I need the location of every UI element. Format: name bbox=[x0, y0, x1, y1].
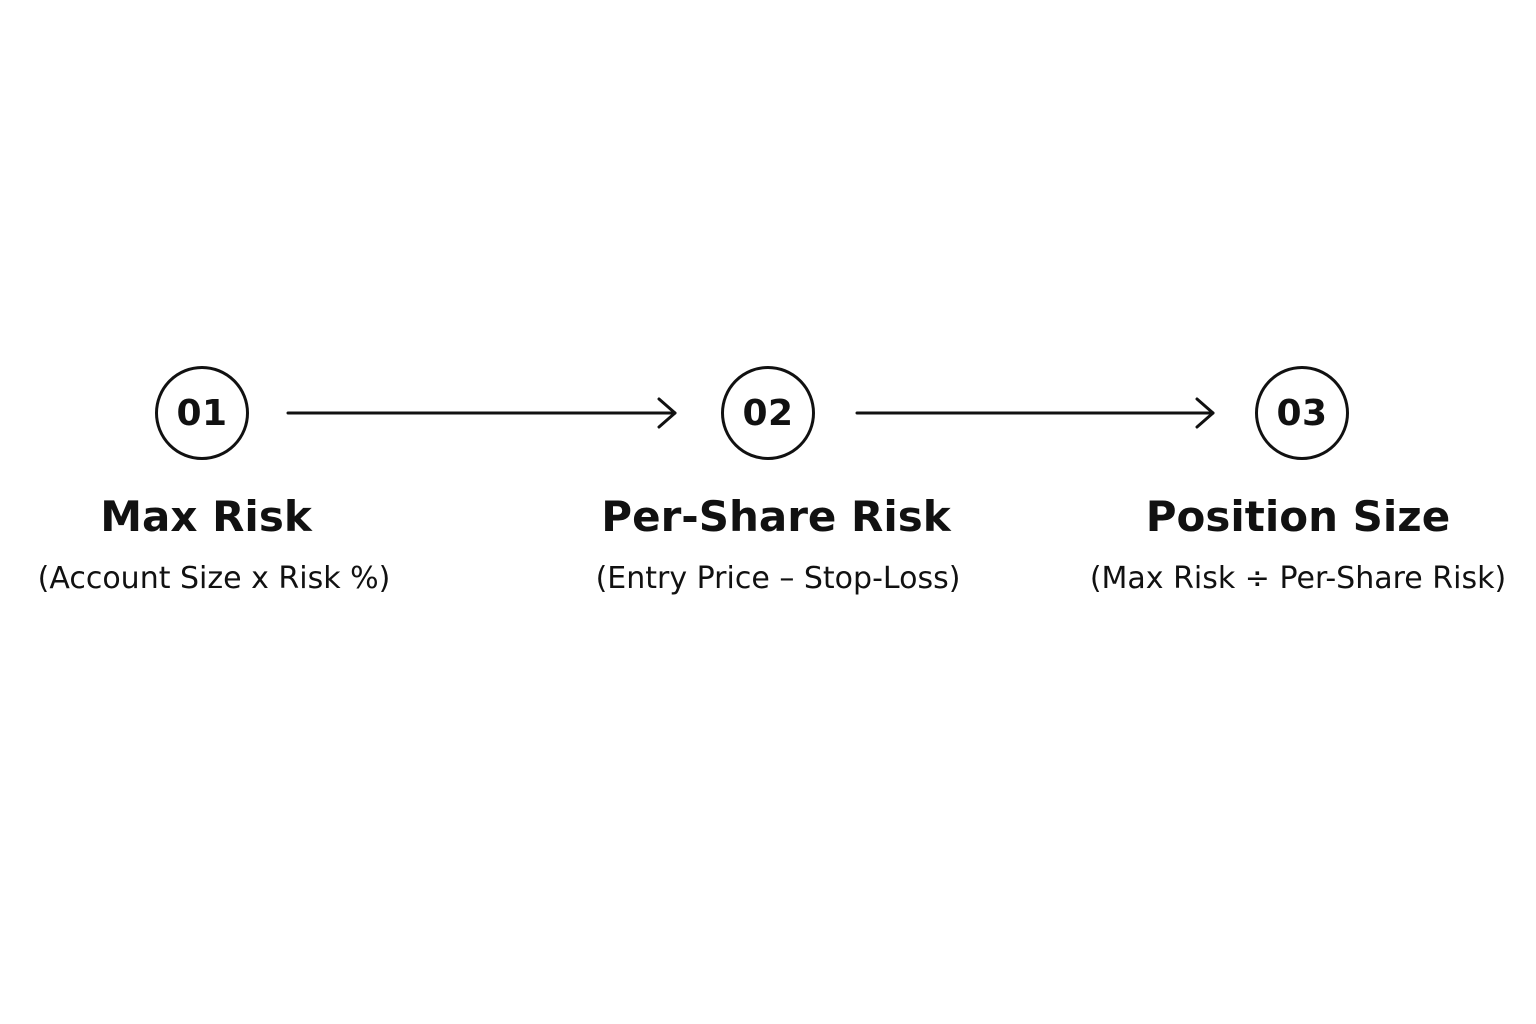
step-2-title: Per-Share Risk bbox=[601, 492, 951, 541]
step-3-title: Position Size bbox=[1145, 492, 1451, 541]
step-2-number-badge: 02 bbox=[721, 366, 815, 460]
step-1-formula: (Account Size x Risk %) bbox=[37, 561, 391, 596]
arrow-right-icon bbox=[286, 397, 677, 429]
step-3-formula: (Max Risk ÷ Per-Share Risk) bbox=[1089, 561, 1507, 596]
step-3-number-badge: 03 bbox=[1255, 366, 1349, 460]
step-2-formula: (Entry Price – Stop-Loss) bbox=[595, 561, 961, 596]
arrow-right-icon bbox=[855, 397, 1215, 429]
step-1-title: Max Risk bbox=[100, 492, 312, 541]
step-1-number-badge: 01 bbox=[155, 366, 249, 460]
